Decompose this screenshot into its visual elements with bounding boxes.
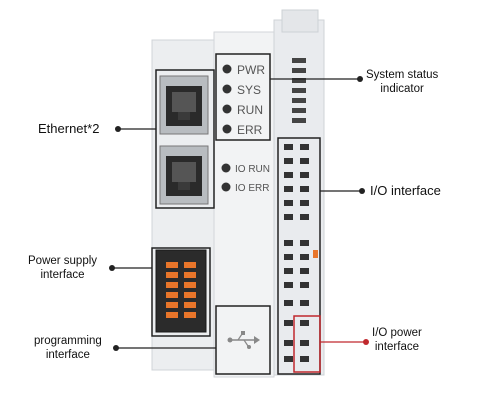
io-power-callout-box <box>293 315 321 373</box>
led-label-pwr: PWR <box>237 63 265 77</box>
io-callout-box <box>277 137 321 375</box>
led-label-io-run: IO RUN <box>235 164 270 175</box>
io-power-label: I/O power interface <box>372 326 422 354</box>
io-power-label-line1: I/O power <box>372 327 422 339</box>
led-pwr <box>222 64 232 74</box>
power-supply-label-line1: Power supply <box>28 255 98 267</box>
right-module-panel <box>273 19 325 376</box>
io-interface-label: I/O interface <box>370 183 441 198</box>
power-callout-box <box>151 247 211 337</box>
status-callout-box <box>215 53 271 141</box>
ethernet-callout-box <box>155 69 215 209</box>
led-err <box>222 124 232 134</box>
programming-label-line1: programming <box>34 335 102 347</box>
ethernet-port-2 <box>159 145 209 205</box>
io-terminal-slots <box>284 144 318 362</box>
ethernet-label: Ethernet*2 <box>38 121 100 136</box>
io-led-panel: IO RUN IO ERR <box>221 163 270 194</box>
system-status-label: System status indicator <box>366 68 438 96</box>
led-sys <box>222 84 232 94</box>
top-clip <box>281 9 319 33</box>
led-io-err <box>221 182 231 192</box>
ethernet-port-1 <box>159 75 209 135</box>
led-label-err: ERR <box>237 123 263 137</box>
usb-icon <box>227 331 260 349</box>
programming-callout-box <box>215 305 271 375</box>
programming-label-line2: interface <box>45 349 90 361</box>
io-power-label-line2: interface <box>374 341 419 353</box>
system-status-label-line1: System status <box>366 69 439 81</box>
programming-label: programming interface <box>34 334 102 362</box>
led-label-io-err: IO ERR <box>235 183 269 194</box>
status-led-panel: PWR SYS RUN ERR <box>222 63 265 137</box>
system-status-label-line2: indicator <box>380 83 424 95</box>
led-label-run: RUN <box>237 103 263 117</box>
led-io-run <box>221 163 231 173</box>
power-supply-label: Power supply interface <box>28 254 97 282</box>
led-label-sys: SYS <box>237 83 261 97</box>
power-supply-label-line2: interface <box>40 269 85 281</box>
power-supply-terminal <box>155 249 207 333</box>
vent-slots <box>292 58 306 123</box>
led-run <box>222 104 232 114</box>
